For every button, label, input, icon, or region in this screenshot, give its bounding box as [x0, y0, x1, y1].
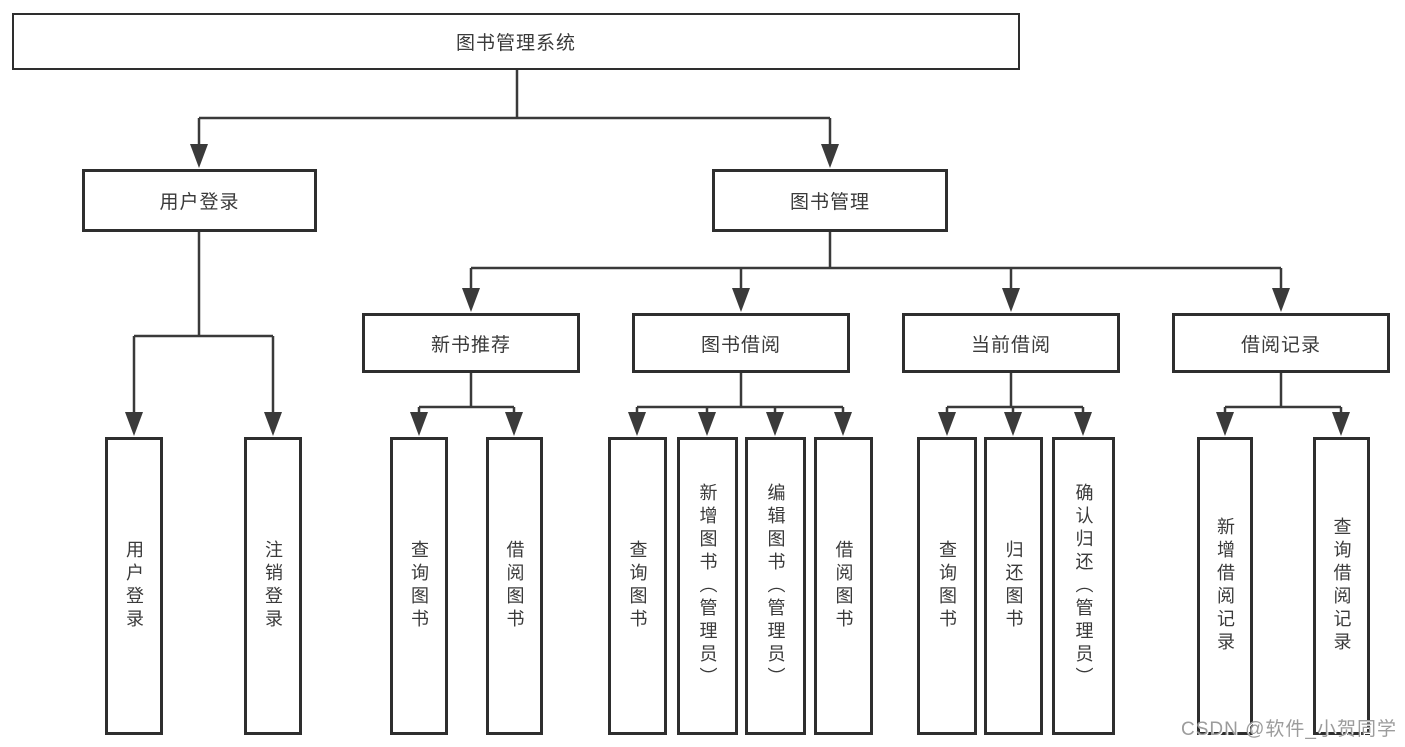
node-book-borrow-label: 图书借阅: [700, 334, 781, 356]
node-new-books-label: 新书推荐: [430, 334, 511, 356]
node-borrow-records-label: 借阅记录: [1240, 334, 1321, 356]
node-bookborrow-edit: 编辑图书（管理员）: [745, 437, 806, 735]
connector-borrow-records-children: [1216, 373, 1350, 436]
connector-user-login-children: [125, 232, 282, 436]
node-currentborrow-return-label: 归还图书: [1003, 540, 1024, 632]
node-newbooks-borrow: 借阅图书: [486, 437, 543, 735]
node-bookborrow-query: 查询图书: [608, 437, 667, 735]
node-bookborrow-add-label: 新增图书（管理员）: [697, 482, 718, 690]
node-borrow-records: 借阅记录: [1172, 313, 1390, 373]
node-newbooks-query: 查询图书: [390, 437, 448, 735]
node-user-login: 用户登录: [82, 169, 317, 232]
node-currentborrow-confirm: 确认归还（管理员）: [1052, 437, 1115, 735]
node-bookborrow-edit-label: 编辑图书（管理员）: [765, 482, 786, 690]
connector-new-books-children: [410, 373, 523, 436]
connector-book-borrow-children: [628, 373, 852, 436]
connector-book-mgmt-to-level3: [462, 232, 1290, 312]
node-borrowrecords-add: 新增借阅记录: [1197, 437, 1253, 735]
node-newbooks-query-label: 查询图书: [409, 540, 429, 632]
connector-root-to-level2: [190, 70, 839, 168]
node-root: 图书管理系统: [12, 13, 1020, 70]
node-borrowrecords-add-label: 新增借阅记录: [1215, 517, 1235, 655]
node-new-books: 新书推荐: [362, 313, 580, 373]
node-newbooks-borrow-label: 借阅图书: [504, 540, 525, 632]
node-logout: 注销登录: [244, 437, 302, 735]
node-currentborrow-query: 查询图书: [917, 437, 977, 735]
node-currentborrow-return: 归还图书: [984, 437, 1043, 735]
node-current-borrow: 当前借阅: [902, 313, 1120, 373]
node-book-mgmt: 图书管理: [712, 169, 948, 232]
node-book-borrow: 图书借阅: [632, 313, 850, 373]
node-borrowrecords-query-label: 查询借阅记录: [1331, 517, 1352, 655]
node-borrowrecords-query: 查询借阅记录: [1313, 437, 1370, 735]
node-login-label: 用户登录: [124, 540, 144, 632]
node-currentborrow-confirm-label: 确认归还（管理员）: [1073, 482, 1094, 690]
node-logout-label: 注销登录: [263, 540, 283, 632]
node-current-borrow-label: 当前借阅: [970, 334, 1051, 356]
node-root-label: 图书管理系统: [455, 33, 576, 54]
node-currentborrow-query-label: 查询图书: [937, 540, 957, 632]
connector-current-borrow-children: [938, 373, 1092, 436]
node-bookborrow-add: 新增图书（管理员）: [677, 437, 738, 735]
node-bookborrow-query-label: 查询图书: [627, 540, 648, 632]
node-book-mgmt-label: 图书管理: [789, 192, 870, 213]
csdn-watermark: CSDN @软件_小贺同学: [1181, 719, 1397, 740]
node-user-login-label: 用户登录: [159, 192, 240, 213]
node-login: 用户登录: [105, 437, 163, 735]
node-bookborrow-borrow-label: 借阅图书: [833, 540, 854, 632]
node-bookborrow-borrow: 借阅图书: [814, 437, 873, 735]
